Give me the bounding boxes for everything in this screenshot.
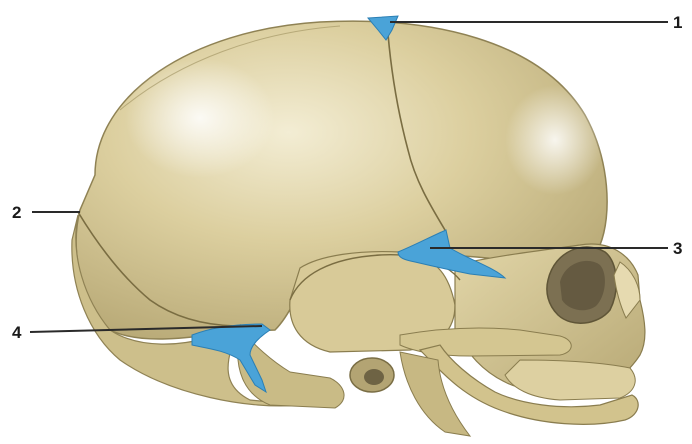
label-3: 3 [673,239,682,258]
frontal-highlight [505,85,605,195]
parietal-highlight [125,58,275,178]
maxilla [505,360,635,400]
label-2: 2 [12,203,21,222]
label-1: 1 [673,13,682,32]
label-4: 4 [12,323,22,342]
mandible-ramus [400,352,470,436]
ear-canal-opening [364,369,384,385]
